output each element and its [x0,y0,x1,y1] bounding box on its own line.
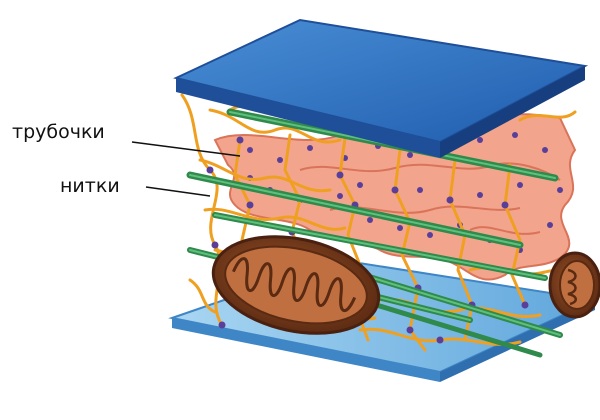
label-tubes: трубочки [12,123,105,142]
mitochondrion-right [550,253,600,317]
threads-leader-line [146,187,210,196]
label-threads: нитки [60,177,120,196]
